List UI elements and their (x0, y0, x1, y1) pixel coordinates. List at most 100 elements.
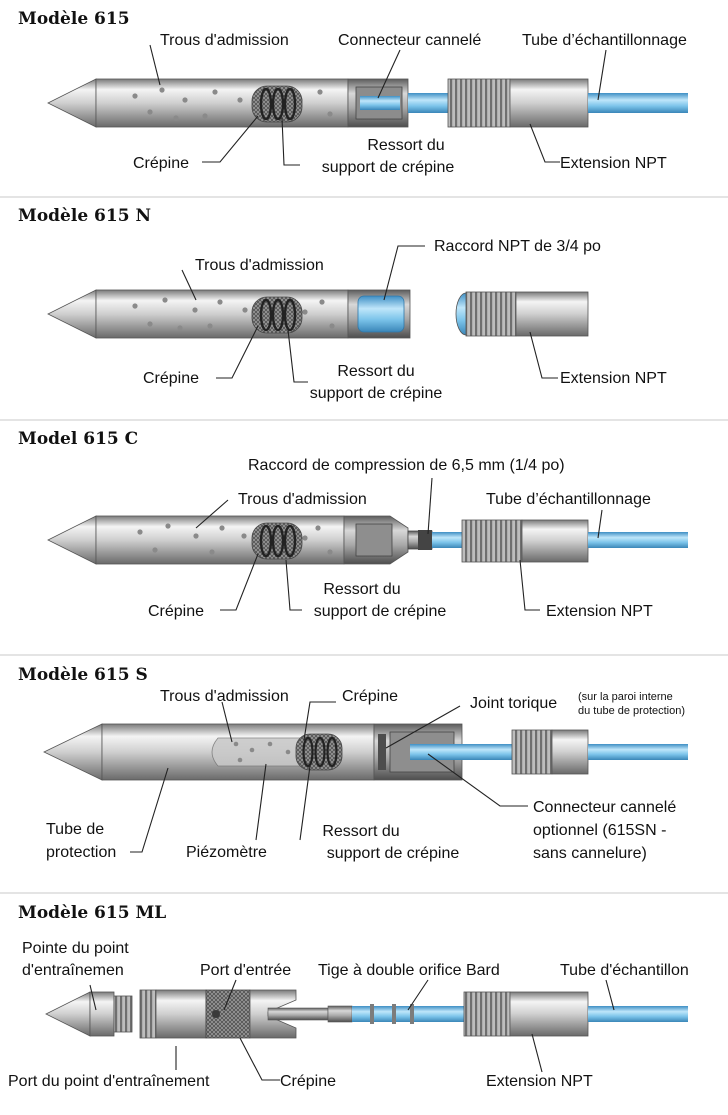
screen-spring (259, 87, 297, 121)
npt-thread (461, 519, 523, 563)
section-title: Modèle 615 ML (18, 903, 166, 923)
screen-spring (259, 298, 297, 332)
screen-spring (302, 736, 338, 768)
label-o-ring: Joint torique (470, 695, 557, 712)
leader-line (255, 763, 267, 841)
probe-615s (43, 723, 688, 781)
label-drive-tip-line1: Pointe du point (22, 940, 129, 957)
note-o-ring-line1: (sur la paroi interne (578, 691, 673, 703)
leader-line (220, 553, 259, 611)
label-intake-holes: Trous d'admission (160, 32, 289, 49)
label-spring-line2: support de crépine (310, 385, 443, 402)
probe-body (95, 289, 349, 339)
intake-holes (132, 297, 335, 331)
leader-line (202, 115, 259, 163)
drive-point-cone (47, 289, 97, 339)
bard-dual-port-stem (352, 1006, 464, 1022)
probe-615ml (45, 989, 688, 1039)
screen-mesh (295, 733, 343, 771)
npt-fitting-bore (357, 295, 405, 333)
screen-spring (259, 524, 297, 558)
npt-extension (509, 78, 589, 128)
npt-thread (511, 729, 553, 775)
npt-extension (515, 291, 589, 337)
leader-line (221, 701, 233, 743)
leader-line (519, 559, 540, 611)
label-spring-line1: Ressort du (337, 363, 414, 380)
probe-615c (47, 515, 688, 565)
screen-mesh (251, 85, 303, 123)
drive-point-port (155, 989, 207, 1039)
leader-line (216, 325, 259, 379)
label-barbed-connector: Connecteur cannelé (338, 32, 481, 49)
label-intake-holes: Trous d'admission (195, 257, 324, 274)
leader-line (281, 117, 300, 166)
label-screen: Crépine (148, 603, 204, 620)
label-npt-fitting: Raccord NPT de 3/4 po (434, 238, 601, 255)
label-drive-tip-line2: d'entraînemen (22, 962, 124, 979)
label-npt-extension: Extension NPT (546, 603, 653, 620)
drive-point-cone (47, 78, 97, 128)
label-spring-line1: Ressort du (367, 137, 444, 154)
intake-holes (137, 523, 333, 555)
stem-rod (267, 1007, 329, 1021)
label-sampling-tube: Tube d'échantillon (560, 962, 689, 979)
label-screen: Crépine (133, 155, 189, 172)
label-intake-holes: Trous d'admission (160, 688, 289, 705)
leader-line (303, 701, 336, 741)
label-spring-line1: Ressort du (323, 581, 400, 598)
npt-extension (509, 991, 589, 1037)
label-npt-extension: Extension NPT (486, 1073, 593, 1090)
probe-body (95, 78, 349, 128)
o-ring (378, 734, 386, 770)
label-screen: Crépine (342, 688, 398, 705)
label-screen: Crépine (280, 1073, 336, 1090)
label-barbed-line2: optionnel (615SN - (533, 822, 666, 839)
label-npt-extension: Extension NPT (560, 155, 667, 172)
label-screen: Crépine (143, 370, 199, 387)
label-bard-stem: Tige à double orifice Bard (318, 962, 500, 979)
barbed-connector (410, 744, 462, 760)
section-model-615c: Model 615 C (18, 429, 688, 620)
leader-line (285, 559, 302, 611)
drive-point-cone (47, 515, 97, 565)
label-drive-point-port: Port du point d'entraînement (8, 1073, 210, 1090)
label-inlet-port: Port d'entrée (200, 962, 291, 979)
intake-holes (233, 741, 291, 763)
sampling-tube-end (588, 744, 688, 760)
section-model-615ml: Modèle 615 ML Poin (8, 903, 689, 1090)
leader-line (239, 1037, 280, 1081)
sampling-tube-end (588, 532, 688, 548)
sampling-tube (432, 532, 462, 548)
label-spring-line2: support de crépine (327, 845, 460, 862)
tip-thread (113, 995, 133, 1033)
section-title: Model 615 C (18, 429, 138, 449)
sampling-tube (462, 744, 512, 760)
npt-thread (465, 291, 517, 337)
probe-615n (47, 289, 589, 339)
sampling-tube (408, 93, 448, 113)
section-model-615s: Modèle 615 S (18, 665, 688, 862)
leader-line (427, 753, 528, 807)
section-model-615: Modèle 615 (18, 9, 688, 176)
sampling-tube-end (588, 1006, 688, 1022)
probe-body (95, 515, 345, 565)
npt-thread (447, 78, 511, 128)
label-npt-extension: Extension NPT (560, 370, 667, 387)
label-shield-line1: Tube de (46, 821, 104, 838)
leader-line (597, 509, 603, 539)
shield-cone (43, 723, 103, 781)
section-title: Modèle 615 (18, 9, 130, 29)
label-sampling-tube: Tube d’échantillonnage (486, 491, 651, 508)
note-o-ring-line2: du tube de protection) (578, 705, 685, 717)
leader-line (529, 331, 558, 379)
leader-line (377, 49, 401, 99)
npt-extension (551, 729, 589, 775)
leader-line (383, 245, 425, 301)
leader-line (149, 44, 161, 86)
npt-thread (463, 991, 511, 1037)
section-title: Modèle 615 S (18, 665, 148, 685)
compression-ferrule (418, 530, 432, 550)
label-sampling-tube: Tube d’échantillonnage (522, 32, 687, 49)
label-barbed-line3: sans cannelure) (533, 845, 647, 862)
